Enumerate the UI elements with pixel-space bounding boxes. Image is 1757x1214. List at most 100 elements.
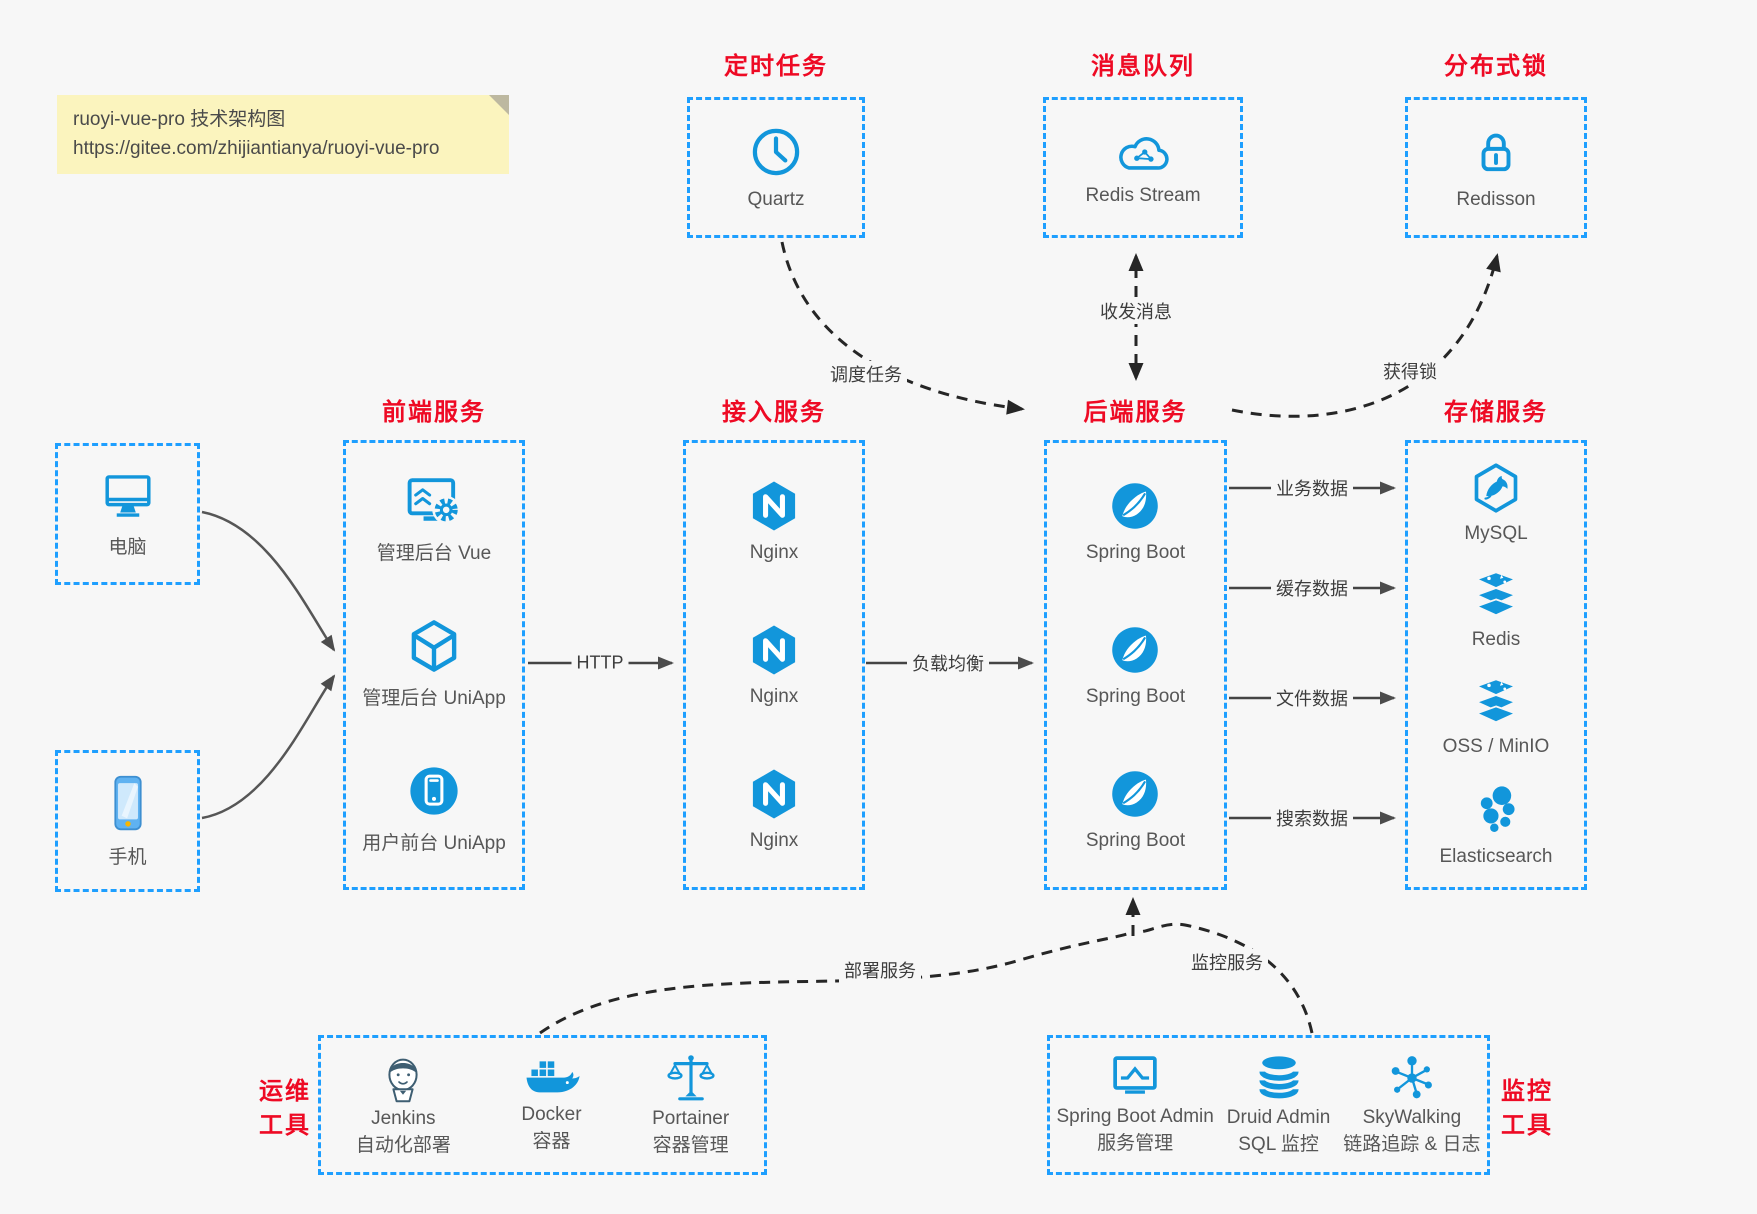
node-jenkins: Jenkins 自动化部署 xyxy=(356,1052,451,1158)
node-springboot-2: Spring Boot xyxy=(1086,623,1185,708)
quartz-label: Quartz xyxy=(747,188,805,210)
arrow-phone-to-frontend xyxy=(201,674,336,820)
node-elasticsearch: Elasticsearch xyxy=(1440,783,1553,868)
note-fold-corner xyxy=(489,95,509,115)
node-skywalking: SkyWalking 链路追踪 & 日志 xyxy=(1343,1053,1480,1157)
uniapp-cube-icon xyxy=(411,620,457,672)
admin-vue-label: 管理后台 Vue xyxy=(376,543,492,565)
monitor-tools-box: Spring Boot Admin 服务管理 Druid Admin SQL 监… xyxy=(1047,1035,1490,1175)
frontend-column-box: 管理后台 Vue 管理后台 UniApp 用户前台 UniApp xyxy=(343,440,525,890)
redisson-label: Redisson xyxy=(1456,188,1536,210)
node-druid-admin: Druid Admin SQL 监控 xyxy=(1226,1053,1331,1157)
edge-label-acquire-lock: 获得锁 xyxy=(1378,358,1442,384)
edge-label-file-data: 文件数据 xyxy=(1271,685,1353,711)
nginx-label: Nginx xyxy=(749,541,799,563)
jenkins-icon xyxy=(388,1058,418,1103)
portainer-scales-icon xyxy=(667,1055,715,1101)
spring-boot-admin-desc: 服务管理 xyxy=(1097,1133,1174,1154)
spring-boot-icon xyxy=(1112,626,1159,673)
skywalking-name: SkyWalking xyxy=(1362,1107,1462,1129)
spring-boot-label: Spring Boot xyxy=(1085,541,1186,563)
redis-stack-icon xyxy=(1474,571,1518,617)
jenkins-name: Jenkins xyxy=(371,1108,436,1130)
docker-desc: 容器 xyxy=(532,1130,571,1152)
node-nginx-3: Nginx xyxy=(747,767,801,852)
oss-minio-label: OSS / MinIO xyxy=(1442,735,1550,757)
arrow-acquire-lock xyxy=(1231,253,1501,418)
docker-name: Docker xyxy=(521,1103,582,1125)
group-title-message-queue: 消息队列 xyxy=(1091,53,1195,80)
node-spring-boot-admin: Spring Boot Admin 服务管理 xyxy=(1056,1054,1214,1156)
druid-admin-name: Druid Admin xyxy=(1226,1107,1331,1129)
druid-admin-desc: SQL 监控 xyxy=(1238,1134,1319,1155)
edge-label-search-data: 搜索数据 xyxy=(1271,805,1353,831)
node-admin-uniapp: 管理后台 UniApp xyxy=(362,618,506,710)
edge-label-deploy: 部署服务 xyxy=(839,957,921,983)
edge-label-load-balance: 负载均衡 xyxy=(907,650,989,676)
mysql-label: MySQL xyxy=(1464,522,1528,544)
ops-tools-box: Jenkins 自动化部署 Docker 容器 xyxy=(318,1035,767,1175)
redis-label: Redis xyxy=(1471,629,1521,651)
ops-tools-title: 运维 工具 xyxy=(250,1075,320,1142)
phone-client-box: 手机 xyxy=(55,750,200,892)
spring-boot-admin-name: Spring Boot Admin xyxy=(1056,1106,1214,1128)
note-url: https://gitee.com/zhijiantianya/ruoyi-vu… xyxy=(73,138,440,160)
spring-boot-icon xyxy=(1112,770,1159,817)
portainer-name: Portainer xyxy=(652,1108,730,1130)
admin-uniapp-label: 管理后台 UniApp xyxy=(362,687,506,709)
edge-label-schedule-task: 调度任务 xyxy=(825,361,907,387)
node-springboot-1: Spring Boot xyxy=(1086,479,1185,564)
nginx-label: Nginx xyxy=(749,829,799,851)
elasticsearch-icon xyxy=(1480,786,1515,833)
edge-label-monitor: 监控服务 xyxy=(1186,949,1268,975)
spring-boot-label: Spring Boot xyxy=(1085,829,1186,851)
group-title-scheduled-task: 定时任务 xyxy=(724,53,828,80)
jenkins-desc: 自动化部署 xyxy=(355,1135,451,1156)
skywalking-icon xyxy=(1391,1056,1432,1099)
sticky-note: ruoyi-vue-pro 技术架构图 https://gitee.com/zh… xyxy=(57,95,509,174)
node-portainer: Portainer 容器管理 xyxy=(652,1052,729,1158)
group-title-distributed-lock: 分布式锁 xyxy=(1444,53,1548,80)
edge-label-http: HTTP xyxy=(571,652,629,674)
access-column-box: Nginx Nginx Nginx xyxy=(683,440,865,890)
pc-client-box: 电脑 xyxy=(55,443,200,585)
note-title: ruoyi-vue-pro 技术架构图 xyxy=(73,109,286,130)
edge-label-message: 收发消息 xyxy=(1095,298,1177,324)
lock-icon xyxy=(1481,133,1511,171)
ops-tools-title-line2: 工具 xyxy=(259,1111,311,1139)
node-user-uniapp: 用户前台 UniApp xyxy=(362,763,506,855)
docker-icon xyxy=(526,1061,581,1093)
backend-column-box: Spring Boot Spring Boot Spring Boot xyxy=(1044,440,1227,890)
portainer-desc: 容器管理 xyxy=(652,1135,729,1156)
arrow-pc-to-frontend xyxy=(201,510,336,652)
node-oss-minio: OSS / MinIO xyxy=(1442,677,1550,758)
node-nginx-2: Nginx xyxy=(747,623,801,708)
cloud-network-icon xyxy=(1119,136,1169,170)
phone-icon xyxy=(113,775,142,830)
clock-icon xyxy=(752,128,800,175)
node-nginx-1: Nginx xyxy=(747,479,801,564)
nginx-icon xyxy=(752,625,796,674)
redis-stream-box: Redis Stream xyxy=(1043,97,1243,238)
spring-boot-label: Spring Boot xyxy=(1085,685,1186,707)
column-title-backend: 后端服务 xyxy=(1083,399,1188,426)
user-uniapp-label: 用户前台 UniApp xyxy=(362,832,506,854)
monitor-tools-title-line2: 工具 xyxy=(1501,1111,1553,1139)
desktop-icon xyxy=(104,474,151,517)
object-storage-icon xyxy=(1474,678,1518,723)
node-redis: Redis xyxy=(1468,570,1524,651)
storage-column-box: MySQL Redis xyxy=(1405,440,1587,890)
elasticsearch-label: Elasticsearch xyxy=(1439,846,1553,868)
pc-client-label: 电脑 xyxy=(108,536,147,558)
column-title-access: 接入服务 xyxy=(722,399,826,426)
monitor-tools-title: 监控 工具 xyxy=(1492,1075,1562,1142)
node-springboot-3: Spring Boot xyxy=(1086,767,1185,852)
column-title-storage: 存储服务 xyxy=(1444,399,1548,426)
nginx-label: Nginx xyxy=(749,685,799,707)
spring-boot-admin-icon xyxy=(1113,1056,1157,1094)
node-mysql: MySQL xyxy=(1464,462,1528,545)
nginx-icon xyxy=(752,481,796,530)
nginx-icon xyxy=(752,769,796,818)
skywalking-desc: 链路追踪 & 日志 xyxy=(1343,1134,1481,1155)
